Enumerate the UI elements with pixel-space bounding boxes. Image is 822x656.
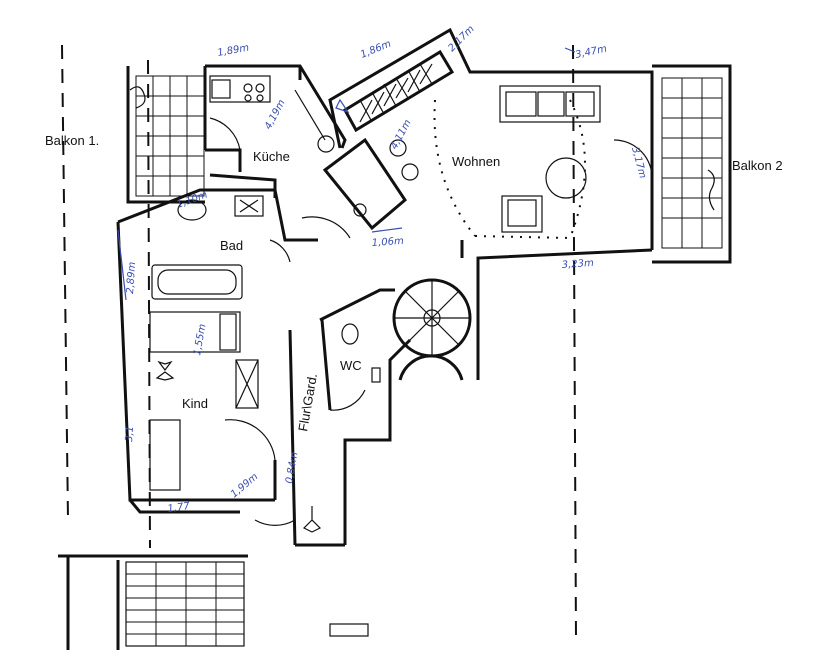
dimension-label: 2,89m (125, 261, 138, 294)
room-label-bad: Bad (220, 238, 243, 253)
sofa (499, 85, 601, 123)
room-label-kind: Kind (182, 396, 208, 411)
dimension-label: 3,23m (561, 258, 594, 271)
kitchen-island (322, 137, 419, 231)
dimension-label: 2,17m (446, 24, 477, 55)
plant-icon (155, 360, 175, 381)
entrance-stairs (58, 554, 369, 650)
kids-room-furniture (149, 311, 259, 491)
round-table (545, 157, 587, 199)
dimension-label: 1,06m (371, 236, 404, 249)
room-label-balkon-1: Balkon 1. (45, 133, 99, 148)
balcony-2-tiles (652, 64, 732, 264)
room-label-wohnen: Wohnen (452, 154, 500, 169)
dimension-label: 4,19m (263, 98, 288, 132)
outer-walls (116, 27, 654, 547)
dimension-label: 4,11m (389, 118, 414, 152)
dimension-label: 1,86m (359, 38, 393, 60)
plant-icon (129, 86, 146, 109)
dimension-marks (117, 47, 576, 301)
balcony-1-tiles (126, 66, 205, 204)
living-dotted-curve (433, 99, 476, 237)
room-label-flur: Flur\Gard. (295, 372, 320, 432)
dimension-label: 3,47m (574, 43, 608, 60)
room-label-kueche: Küche (253, 149, 290, 164)
shelf (342, 49, 455, 133)
bathroom-fixtures (151, 195, 264, 300)
kitchen-counter (209, 75, 335, 153)
room-label-balkon-2: Balkon 2 (732, 158, 783, 173)
plant-icon (302, 506, 322, 533)
dimension-label: 0,84m (284, 451, 300, 485)
wc-fixtures (341, 323, 381, 383)
axis-lines (61, 44, 577, 641)
dimension-label: 3,1 (124, 426, 136, 443)
dimension-label: 1,89m (217, 43, 251, 59)
room-label-wc: WC (340, 358, 362, 373)
dimension-label: 3,17m (629, 146, 648, 180)
spiral-staircase (392, 278, 472, 381)
door-swings (209, 117, 653, 526)
plant-icon (707, 169, 715, 211)
dimension-label: 1,99m (229, 471, 261, 500)
armchair (501, 195, 543, 233)
dimension-label: 1,77 (167, 501, 191, 515)
